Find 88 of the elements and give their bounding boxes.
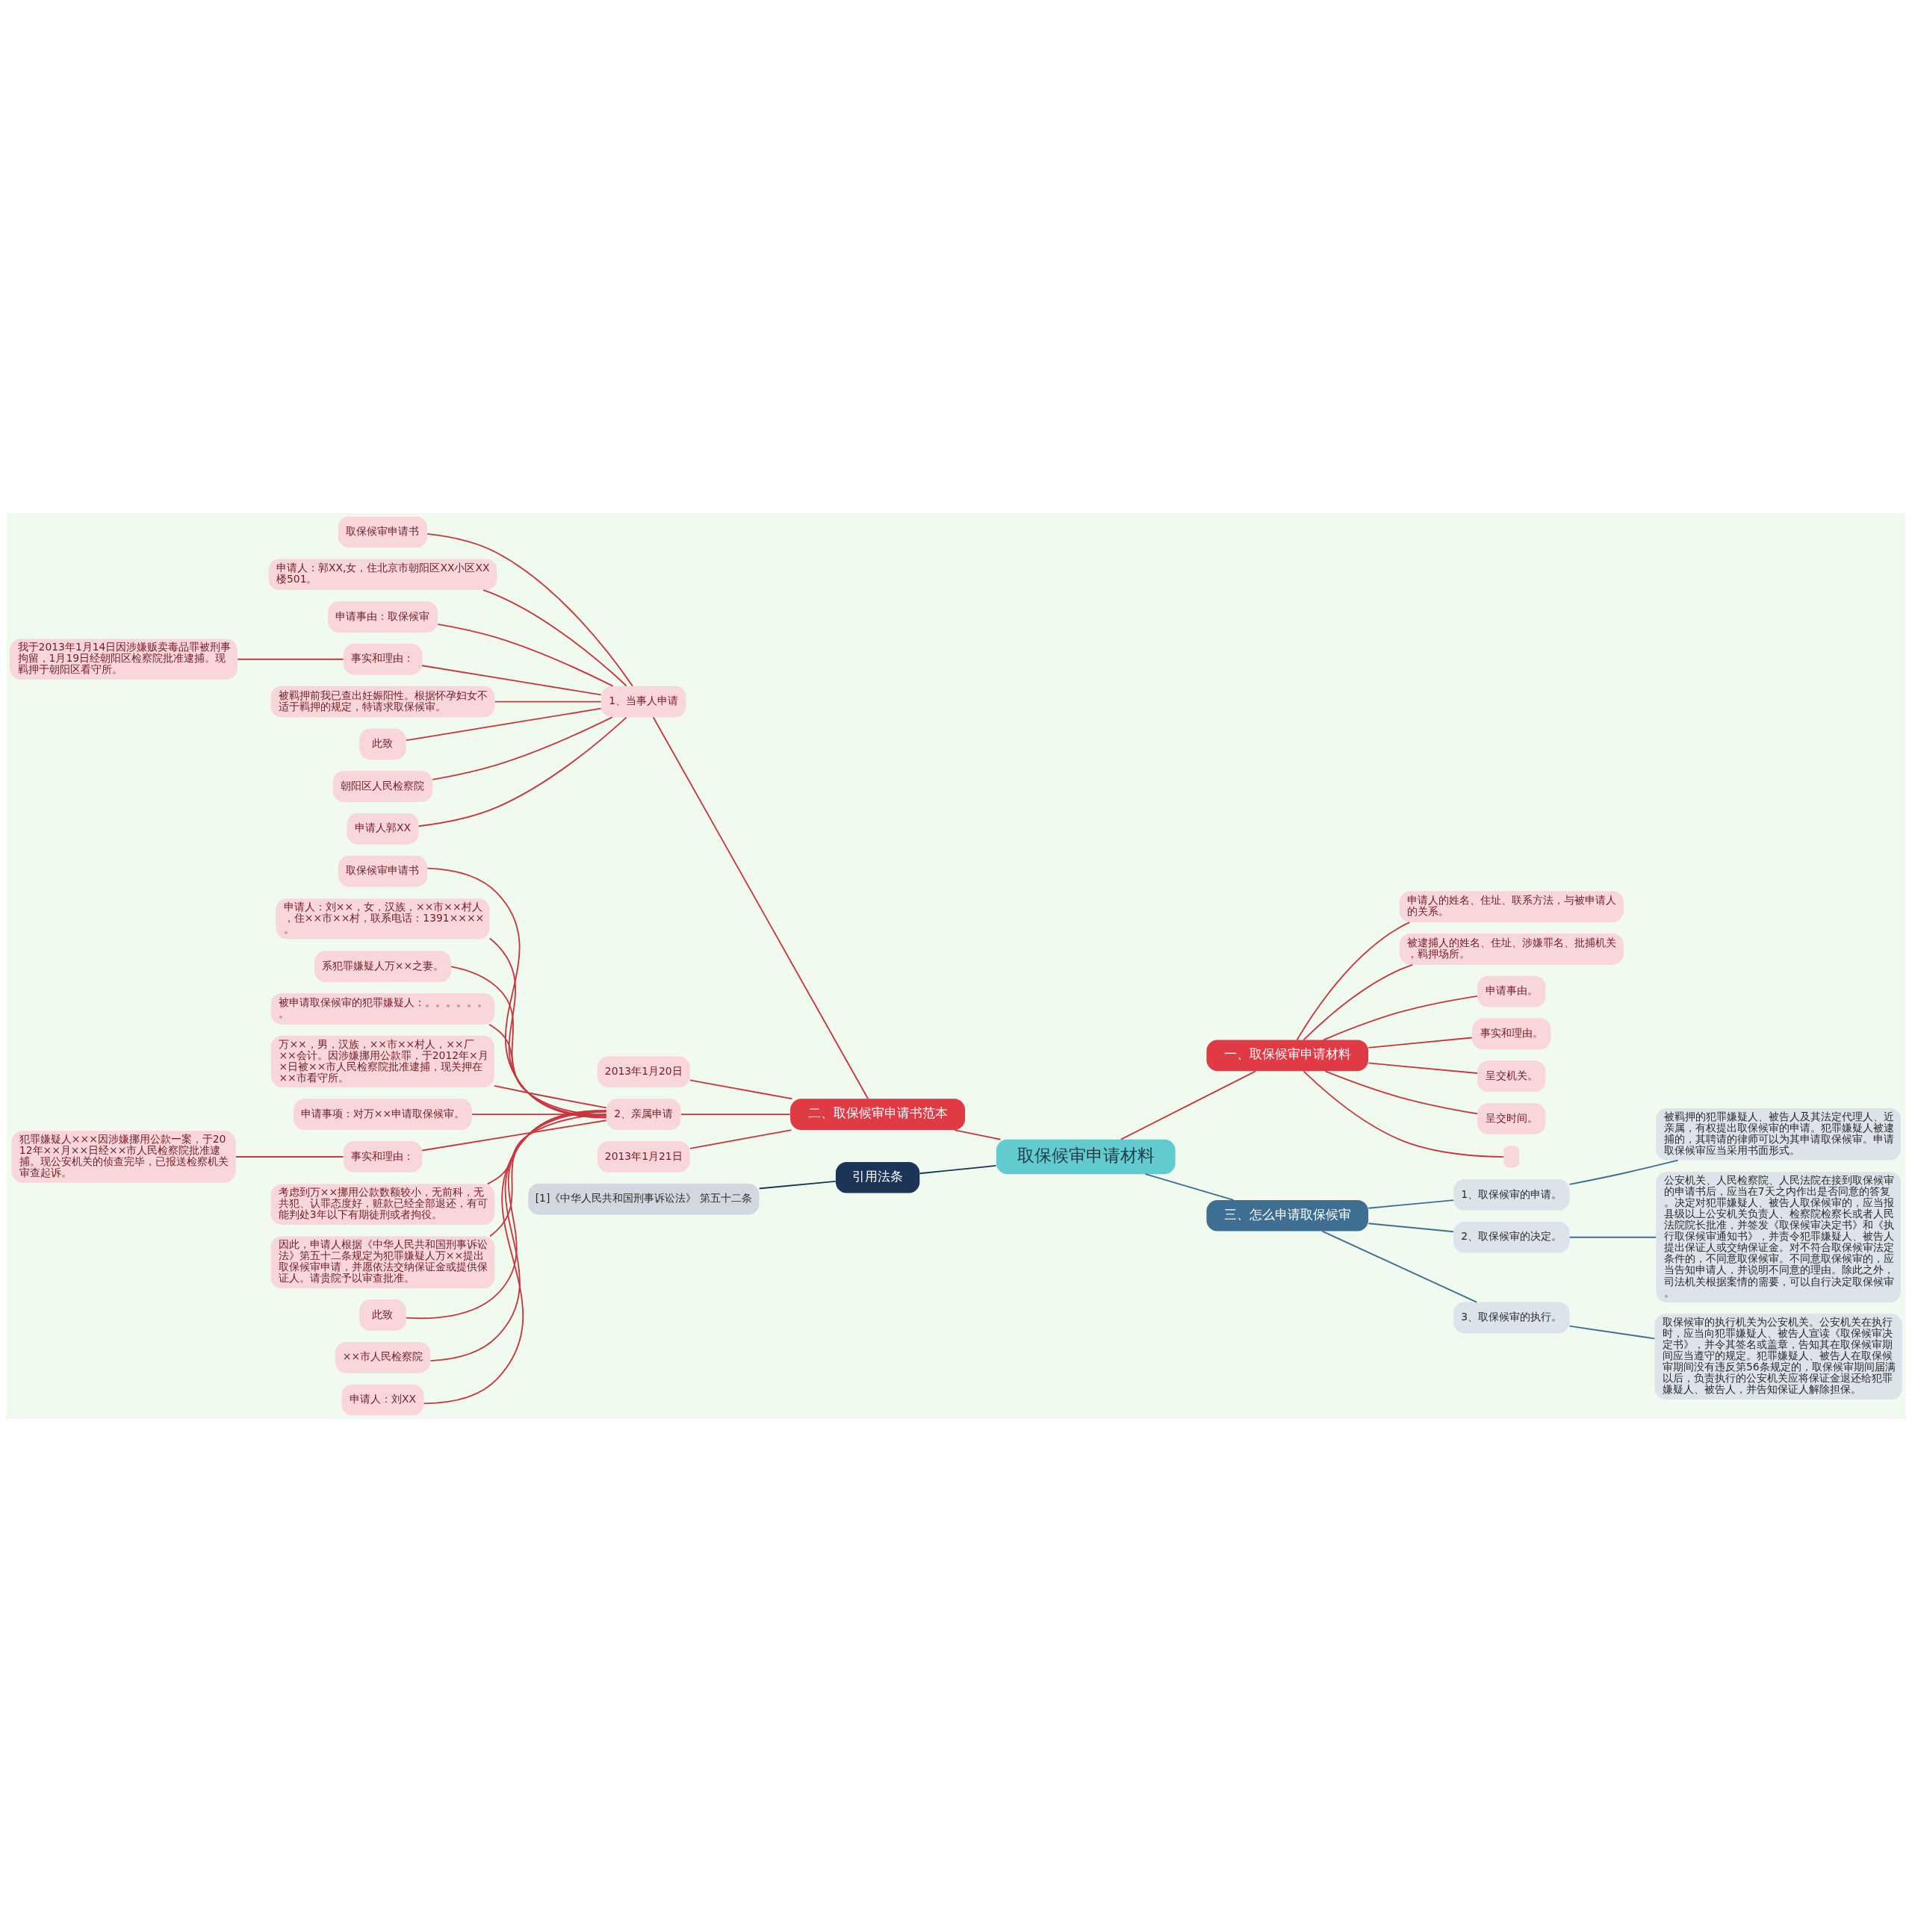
connector	[1568, 1159, 1679, 1185]
node-box: 引用法条	[835, 1161, 920, 1193]
node-box: 取保候审申请书	[338, 516, 428, 548]
node-box: 1、当事人申请	[601, 686, 686, 718]
node-box: 申请事项：对万××申请取保候审。	[294, 1099, 472, 1131]
node-box: 三、怎么申请取保候审	[1206, 1199, 1369, 1231]
node-box: 3、取保候审的执行。	[1453, 1302, 1570, 1334]
connector	[421, 1119, 607, 1152]
node-box: 申请事由：取保候审	[327, 601, 438, 633]
node-box: 申请人：刘××，女，汉族，××市××村人，住××市××村，联系电话：1391××××。	[276, 898, 490, 939]
node-box: 公安机关、人民检察院、人民法院在接到取保候审的申请书后，应当在7天之内作出是否同意的答复。决定对犯罪嫌疑人、被告人取保候审的，应当报县级以上公安机关负责人、检察院检察长或者人民法院院长批准，并签发《取保候审决定书》和《执行取保候审通知书》，并责令犯罪嫌疑人、被告人提出保证人或交纳保证金。对不符合取保候审法定条件的，不同意取保候审。不同意取保候审的，应当告知申请人，并说明不同意的理由。除此之外，司法机关根据案情的需要，可以自行决定取保候审。	[1656, 1172, 1902, 1303]
connector	[1324, 1070, 1478, 1115]
connector	[680, 1113, 791, 1116]
node-box: 申请人：郭XX,女，住北京市朝阳区XX小区XX楼501。	[268, 559, 497, 591]
connector	[418, 716, 627, 827]
connector	[1296, 922, 1411, 1041]
connector	[488, 1023, 607, 1116]
node-box: 被羁押前我已查出妊娠阳性。根据怀孕妇女不适于羁押的规定，特请求取保候审。	[270, 686, 495, 718]
connector	[426, 867, 607, 1119]
connector	[1303, 963, 1414, 1041]
connector	[1568, 1325, 1656, 1340]
node-box: [1]《中华人民共和国刑事诉讼法》 第五十二条	[528, 1183, 760, 1215]
node-box: 1、取保候审的申请。	[1453, 1179, 1570, 1211]
connector	[1120, 1070, 1257, 1140]
connector	[421, 665, 602, 696]
connector	[689, 1129, 792, 1149]
connector	[1568, 1236, 1657, 1238]
node-box: 二、取保候审申请书范本	[790, 1099, 966, 1131]
connector	[1144, 1173, 1235, 1201]
node-box: 申请事由。	[1477, 975, 1546, 1007]
node-box: 万××，男，汉族，××市××村人，××厂××会计。因涉嫌挪用公款罪，于2012年×月×日被××市人民检察院批准逮捕，现关押在××市看守所。	[271, 1035, 494, 1088]
connector	[758, 1181, 836, 1190]
node-box: 被逮捕人的姓名、住址、涉嫌罪名、批捕机关，羁押场所。	[1399, 934, 1624, 965]
node-box: 事实和理由。	[1472, 1018, 1551, 1050]
node-box: 事实和理由：	[343, 643, 423, 675]
node-box	[1503, 1146, 1520, 1168]
node-box: 申请人的姓名、住址、联系方法，与被申请人的关系。	[1399, 891, 1624, 922]
connector	[954, 1129, 1002, 1140]
node-box: 系犯罪嫌疑人万××之妻。	[314, 951, 451, 982]
connector	[1368, 1062, 1478, 1074]
connector	[432, 716, 613, 780]
node-box: 此致	[359, 1299, 406, 1331]
connector	[405, 707, 602, 742]
connector	[919, 1165, 997, 1175]
connector	[1368, 1199, 1455, 1209]
node-box: 事实和理由：	[343, 1141, 423, 1172]
node-box: 因此，申请人根据《中华人民共和国刑事诉讼法》第五十二条规定为犯罪嫌疑人万××提出取保候审申请，并愿依法交纳保证金或提供保证人。请贵院予以审查批准。	[270, 1236, 495, 1289]
connector	[482, 589, 627, 687]
node-box: 考虑到万××挪用公款数额较小，无前科，无共犯、认罪态度好，赃款已经全部退还，有可能判处3年以下有期徒刑或者拘役。	[270, 1184, 495, 1225]
node-box: 此致	[359, 728, 406, 760]
connector	[494, 701, 602, 703]
node-box: ××市人民检察院	[335, 1341, 431, 1373]
node-box: 2、亲属申请	[606, 1099, 681, 1131]
node-box: 呈交时间。	[1477, 1103, 1546, 1134]
connector	[494, 1084, 607, 1109]
connector	[1368, 1223, 1455, 1233]
connector	[423, 1110, 607, 1405]
node-box: 呈交机关。	[1477, 1060, 1546, 1093]
node-box: 被申请取保候审的犯罪嫌疑人：。。。。。。。	[270, 993, 495, 1025]
connector	[689, 1079, 793, 1100]
connector	[486, 1113, 607, 1185]
connector	[235, 1156, 344, 1158]
node-box: 取保候审申请材料	[996, 1139, 1176, 1175]
connector	[1303, 1070, 1505, 1158]
node-box: 2、取保候审的决定。	[1453, 1221, 1570, 1253]
node-box: 犯罪嫌疑人×××因涉嫌挪用公款一案，于2012年××月××日经××市人民检察院批准逮捕。现公安机关的侦查完毕，已报送检察机关审查起诉。	[11, 1131, 236, 1183]
node-box: 取保候审申请书	[338, 855, 428, 887]
node-box: 朝阳区人民检察院	[332, 771, 433, 802]
connector	[450, 966, 607, 1118]
node-box: 我于2013年1月14日因涉嫌贩卖毒品罪被刑事拘留，1月19日经朝阳区检察院批准逮捕。现羁押于朝阳区看守所。	[10, 639, 238, 680]
node-box: 一、取保候审申请材料	[1206, 1040, 1369, 1072]
connector	[1323, 995, 1478, 1041]
node-box: 2013年1月21日	[597, 1141, 690, 1172]
connector	[426, 532, 633, 687]
connector	[429, 1110, 607, 1362]
node-box: 申请人：刘XX	[341, 1384, 424, 1416]
connector	[1321, 1230, 1477, 1303]
node-box: 2013年1月20日	[597, 1056, 690, 1088]
connector	[405, 1110, 607, 1320]
node-box: 取保候审的执行机关为公安机关。公安机关在执行时，应当向犯罪嫌疑人、被告人宣读《取保候审决定书》，并令其签名或盖章，告知其在取保候审期间应当遵守的规定。犯罪嫌疑人、被告人在取保候审期间没有违反第56条规定的，取保候审期间届满以后，负责执行的公安机关应将保证金退还给犯罪嫌疑人、被告人，并告知保证人解除担保。	[1654, 1314, 1902, 1400]
connector	[488, 937, 607, 1119]
connector	[237, 658, 344, 660]
connector	[437, 623, 614, 687]
node-box: 申请人郭XX	[347, 813, 419, 845]
connector	[489, 1111, 607, 1237]
connector	[652, 716, 869, 1100]
connector	[1368, 1037, 1473, 1049]
node-box: 被羁押的犯罪嫌疑人、被告人及其法定代理人、近亲属，有权提出取保候审的申请。犯罪嫌疑人被逮捕的，其聘请的律师可以为其申请取保候审。申请取保候审应当采用书面形式。	[1656, 1108, 1902, 1161]
